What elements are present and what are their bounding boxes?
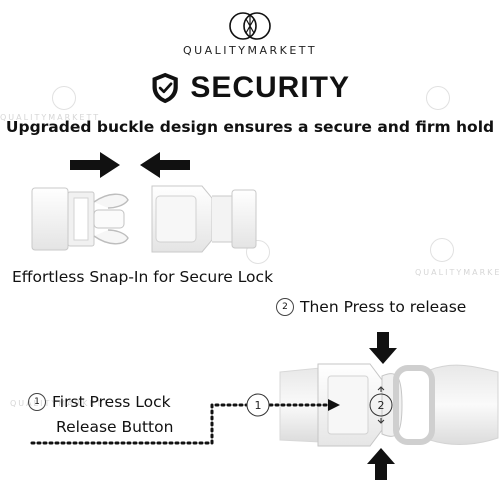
step-1-text-line1: First Press Lock (52, 393, 171, 411)
arrow-right-icon (70, 152, 120, 178)
shield-check-icon (152, 72, 178, 104)
tagline: Upgraded buckle design ensures a secure … (5, 118, 495, 136)
press-down-arrow-icon (369, 332, 397, 364)
watermark-text: QUALITYMARKETT (0, 113, 101, 122)
arrow-left-icon (140, 152, 190, 178)
buckle-closed-illustration: 2 (279, 363, 499, 447)
watermark-logo-icon (426, 86, 450, 110)
step-2-badge-text: 2 (378, 399, 385, 412)
step-1-badge-text: 1 (255, 399, 262, 412)
step-2-text: Then Press to release (300, 298, 467, 316)
security-title: SECURITY (190, 71, 350, 104)
security-header: SECURITY (150, 66, 350, 110)
brand-name: QUALITYMARKETT (182, 44, 318, 57)
snap-caption: Effortless Snap-In for Secure Lock (12, 268, 274, 286)
step-1-text-line2: Release Button (56, 418, 174, 436)
brand-logo-icon (229, 12, 271, 40)
watermark-text: QUALITYMARKETT (415, 268, 500, 277)
step-1-number: 1 (28, 393, 46, 411)
watermark-text: QUALITYMARKETT (10, 399, 111, 408)
watermark-logo-icon (246, 240, 270, 264)
watermark-logo-icon (430, 238, 454, 262)
buckle-open-illustration (31, 185, 257, 253)
step-1-label: 1 First Press Lock (28, 393, 171, 411)
dotted-leader-line: 1 (30, 393, 340, 445)
press-up-arrow-icon (367, 448, 395, 480)
step-2-number: 2 (276, 298, 294, 316)
watermark-logo-icon (52, 86, 76, 110)
step-2-label: 2 Then Press to release (276, 298, 466, 316)
